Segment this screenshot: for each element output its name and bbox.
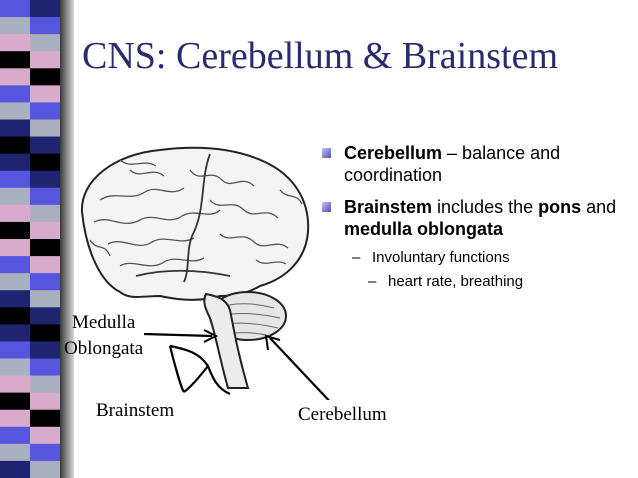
stripe-cell <box>30 256 60 274</box>
stripe-cell <box>0 0 30 18</box>
stripe-cell <box>0 68 30 86</box>
stripe-cell <box>30 51 60 69</box>
brain-illustration <box>80 146 330 400</box>
dash-marker: – <box>352 249 361 266</box>
stripe-cell <box>0 290 30 308</box>
stripe-cell <box>30 119 60 138</box>
stripe-cell <box>30 307 60 325</box>
stripe-cell <box>30 85 60 103</box>
label-cerebellum: Cerebellum <box>298 404 387 425</box>
medulla-pointer-arrow <box>203 329 219 343</box>
cerebrum-shape <box>80 146 310 301</box>
bullet-medulla-term: medulla oblongata <box>344 219 504 239</box>
medulla-pointer-line <box>143 332 213 338</box>
stripe-cell <box>0 273 30 291</box>
stripe-shadow-edge <box>60 0 74 478</box>
stripe-cell <box>0 375 30 394</box>
stripe-cell <box>30 204 60 223</box>
bullet-brainstem-term: Brainstem <box>344 197 433 217</box>
label-medulla-line2: Oblongata <box>64 338 144 359</box>
stripe-cell <box>30 17 60 35</box>
bullet-cerebellum-term: Cerebellum <box>344 143 443 163</box>
stripe-cell <box>0 443 30 462</box>
bullet-cerebellum: Cerebellum – balance and coordination <box>322 142 622 186</box>
label-brainstem: Brainstem <box>96 400 175 421</box>
sub-sub-bullet-text: heart rate, breathing <box>388 273 524 290</box>
stripe-cell <box>30 273 60 291</box>
stripe-cell <box>30 102 60 120</box>
stripe-cell <box>30 375 60 394</box>
stripe-cell <box>30 324 60 342</box>
stripe-cell <box>0 256 30 274</box>
stripe-cell <box>30 170 60 189</box>
stripe-cell <box>0 341 30 359</box>
sub-bullet-text: Involuntary functions <box>372 249 510 266</box>
stripe-cell <box>0 358 30 377</box>
stripe-cell <box>0 187 30 206</box>
stripe-cell <box>0 460 30 478</box>
bullet-brainstem-text2: and <box>581 197 617 217</box>
bullet-brainstem: Brainstem includes the pons and medulla … <box>322 196 622 240</box>
stripe-cell <box>0 221 30 240</box>
stripe-cell <box>30 392 60 411</box>
stripe-cell <box>30 34 60 52</box>
stripe-cell <box>0 392 30 411</box>
stripe-cell <box>30 290 60 308</box>
stripe-cell <box>0 51 30 69</box>
label-medulla-line1: Medulla <box>72 312 136 333</box>
bullet-pons-term: pons <box>538 197 582 217</box>
stripe-cell <box>30 239 60 257</box>
stripe-cell <box>0 136 30 155</box>
stripe-cell <box>0 204 30 223</box>
stripe-cell <box>0 85 30 103</box>
stripe-cell <box>30 136 60 155</box>
decorative-side-stripe <box>0 0 60 478</box>
stripe-cell <box>30 0 60 18</box>
bullet-square-icon <box>322 202 331 212</box>
stripe-cell <box>0 426 30 445</box>
stripe-cell <box>30 68 60 86</box>
stripe-cell <box>0 153 30 172</box>
stripe-cell <box>0 34 30 52</box>
stripe-cell <box>0 324 30 342</box>
stripe-cell <box>30 426 60 445</box>
stripe-cell <box>0 170 30 189</box>
cerebellum-pointer-arrow <box>264 334 281 351</box>
bullet-list: Cerebellum – balance and coordination Br… <box>322 142 622 292</box>
stripe-cell <box>0 119 30 138</box>
brainstem-shape <box>203 292 250 389</box>
cerebellum-pointer-line <box>269 337 330 400</box>
bullet-cerebellum-text: – balance and coordination <box>344 143 561 185</box>
stripe-cell <box>0 17 30 35</box>
bullet-square-icon <box>322 148 331 158</box>
slide-title: CNS: Cerebellum & Brainstem <box>82 35 559 77</box>
stripe-cell <box>0 307 30 325</box>
stripe-cell <box>30 153 60 172</box>
sub-sub-bullet-heart: – heart rate, breathing <box>322 272 622 292</box>
sub-bullet-involuntary: – Involuntary functions <box>322 248 622 268</box>
bullet-brainstem-text1: includes the <box>432 197 539 217</box>
stripe-cell <box>0 239 30 257</box>
stripe-cell <box>30 221 60 240</box>
stripe-cell <box>30 358 60 377</box>
brainstem-bracket <box>168 344 231 396</box>
stripe-cell <box>30 187 60 206</box>
stripe-cell <box>0 409 30 428</box>
stripe-cell <box>30 443 60 462</box>
dash-marker: – <box>368 273 377 290</box>
stripe-cell <box>30 409 60 428</box>
stripe-cell <box>30 341 60 359</box>
stripe-cell <box>30 460 60 478</box>
stripe-cell <box>0 102 30 120</box>
